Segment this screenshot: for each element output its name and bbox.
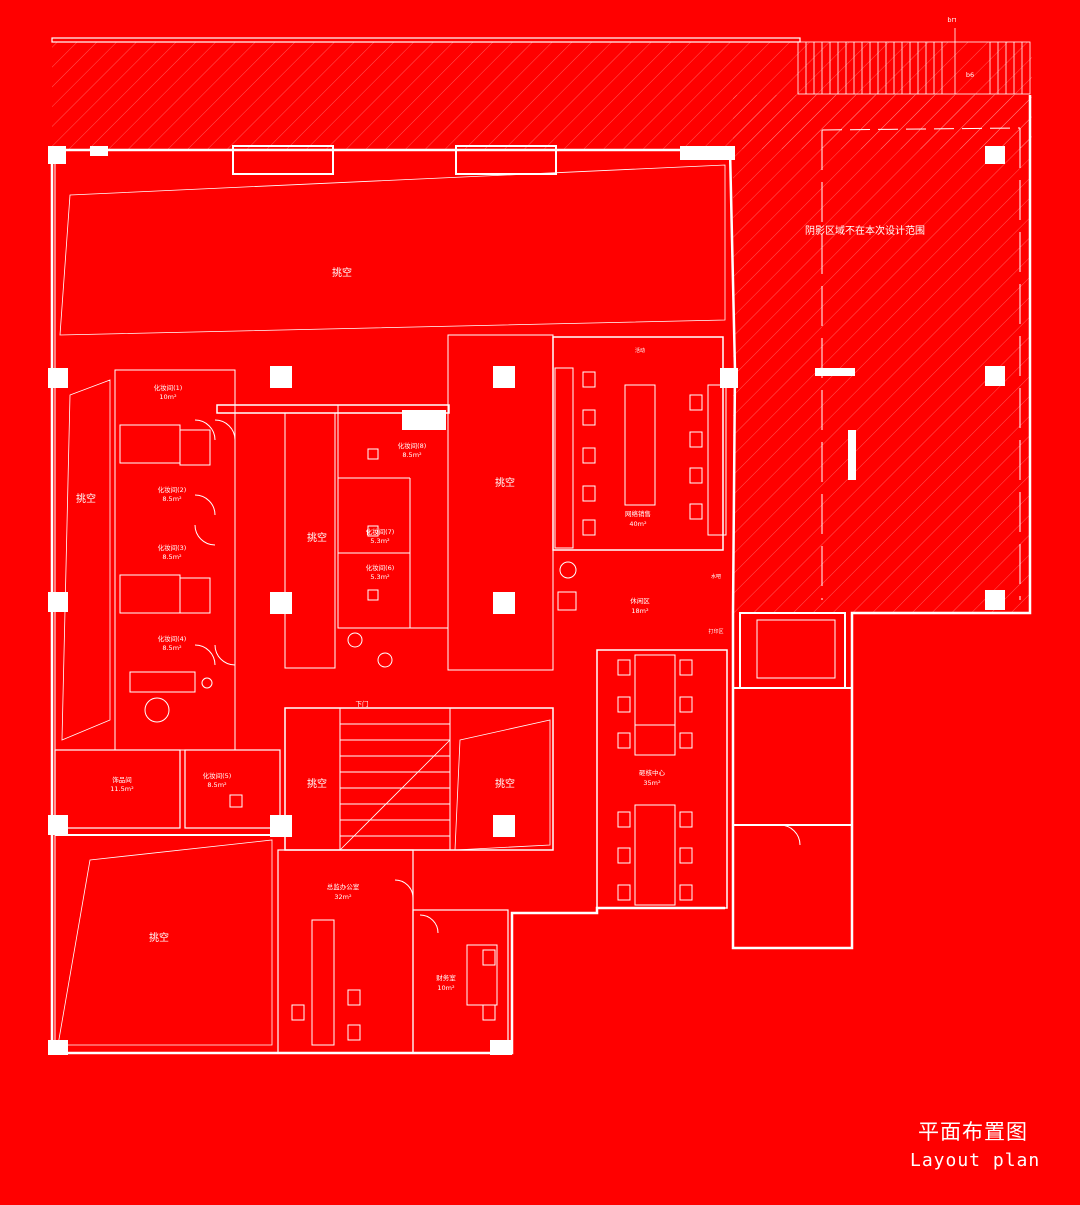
labels: 挑空 挑空 挑空 挑空 挑空 挑空 挑空 阴影区域不在本次设计范围 化妆间(1)… <box>76 16 974 992</box>
room-10-name: 网络销售 <box>625 509 651 518</box>
room-12-area: 35m² <box>643 779 661 787</box>
void-label-5: 挑空 <box>307 777 327 790</box>
room-9-area: 11.5m² <box>110 785 134 793</box>
hatched-regions <box>51 37 1032 613</box>
plan-title-cn: 平面布置图 <box>918 1120 1028 1144</box>
room-11-name: 休闲区 <box>630 596 650 605</box>
room-1-name: 化妆间(1) <box>154 383 183 392</box>
room-1-area: 10m² <box>159 393 177 401</box>
furniture <box>119 367 801 1046</box>
room-13-name: 总监办公室 <box>327 882 360 891</box>
void-label-1: 挑空 <box>332 266 352 279</box>
room-4-area: 8.5m² <box>162 644 182 652</box>
room-13-area: 32m² <box>334 893 352 901</box>
room-8-area: 8.5m² <box>402 451 422 459</box>
room-5-area: 8.5m² <box>207 781 227 789</box>
columns <box>48 145 1005 1055</box>
room-3-area: 8.5m² <box>162 553 182 561</box>
void-label-2: 挑空 <box>76 492 96 505</box>
room-6-name: 化妆间(6) <box>366 563 395 572</box>
room-8-name: 化妆间(8) <box>398 441 427 450</box>
level-mark-top: b⊓ <box>947 16 956 24</box>
void-label-6: 挑空 <box>495 777 515 790</box>
room-2-name: 化妆间(2) <box>158 485 187 494</box>
room-14-area: 10m² <box>437 984 455 992</box>
top-room-label: 活动 <box>635 347 645 354</box>
room-14-name: 财务室 <box>436 973 456 982</box>
void-label-4: 挑空 <box>495 476 515 489</box>
room-11-area: 18m² <box>631 607 649 615</box>
void-label-7: 挑空 <box>149 931 169 944</box>
room-7-name: 化妆间(7) <box>366 527 395 536</box>
level-mark-bottom: b6 <box>966 71 974 79</box>
room-9-name: 饰品间 <box>112 775 132 784</box>
water-label: 水吧 <box>711 573 721 580</box>
print-label: 打印区 <box>708 628 723 635</box>
room-6-area: 5.3m² <box>370 573 390 581</box>
plan-title-en: Layout plan <box>910 1150 1041 1171</box>
room-7-area: 5.3m² <box>370 537 390 545</box>
room-3-name: 化妆间(3) <box>158 543 187 552</box>
void-label-3: 挑空 <box>307 531 327 544</box>
room-12-name: 砸核中心 <box>639 768 666 777</box>
top-stair <box>797 28 1031 95</box>
out-of-scope-note: 阴影区域不在本次设计范围 <box>805 224 925 237</box>
stair-label: 下门 <box>356 699 369 708</box>
room-10-area: 40m² <box>629 520 647 528</box>
room-4-name: 化妆间(4) <box>158 634 187 643</box>
room-5-name: 化妆间(5) <box>203 771 232 780</box>
room-2-area: 8.5m² <box>162 495 182 503</box>
